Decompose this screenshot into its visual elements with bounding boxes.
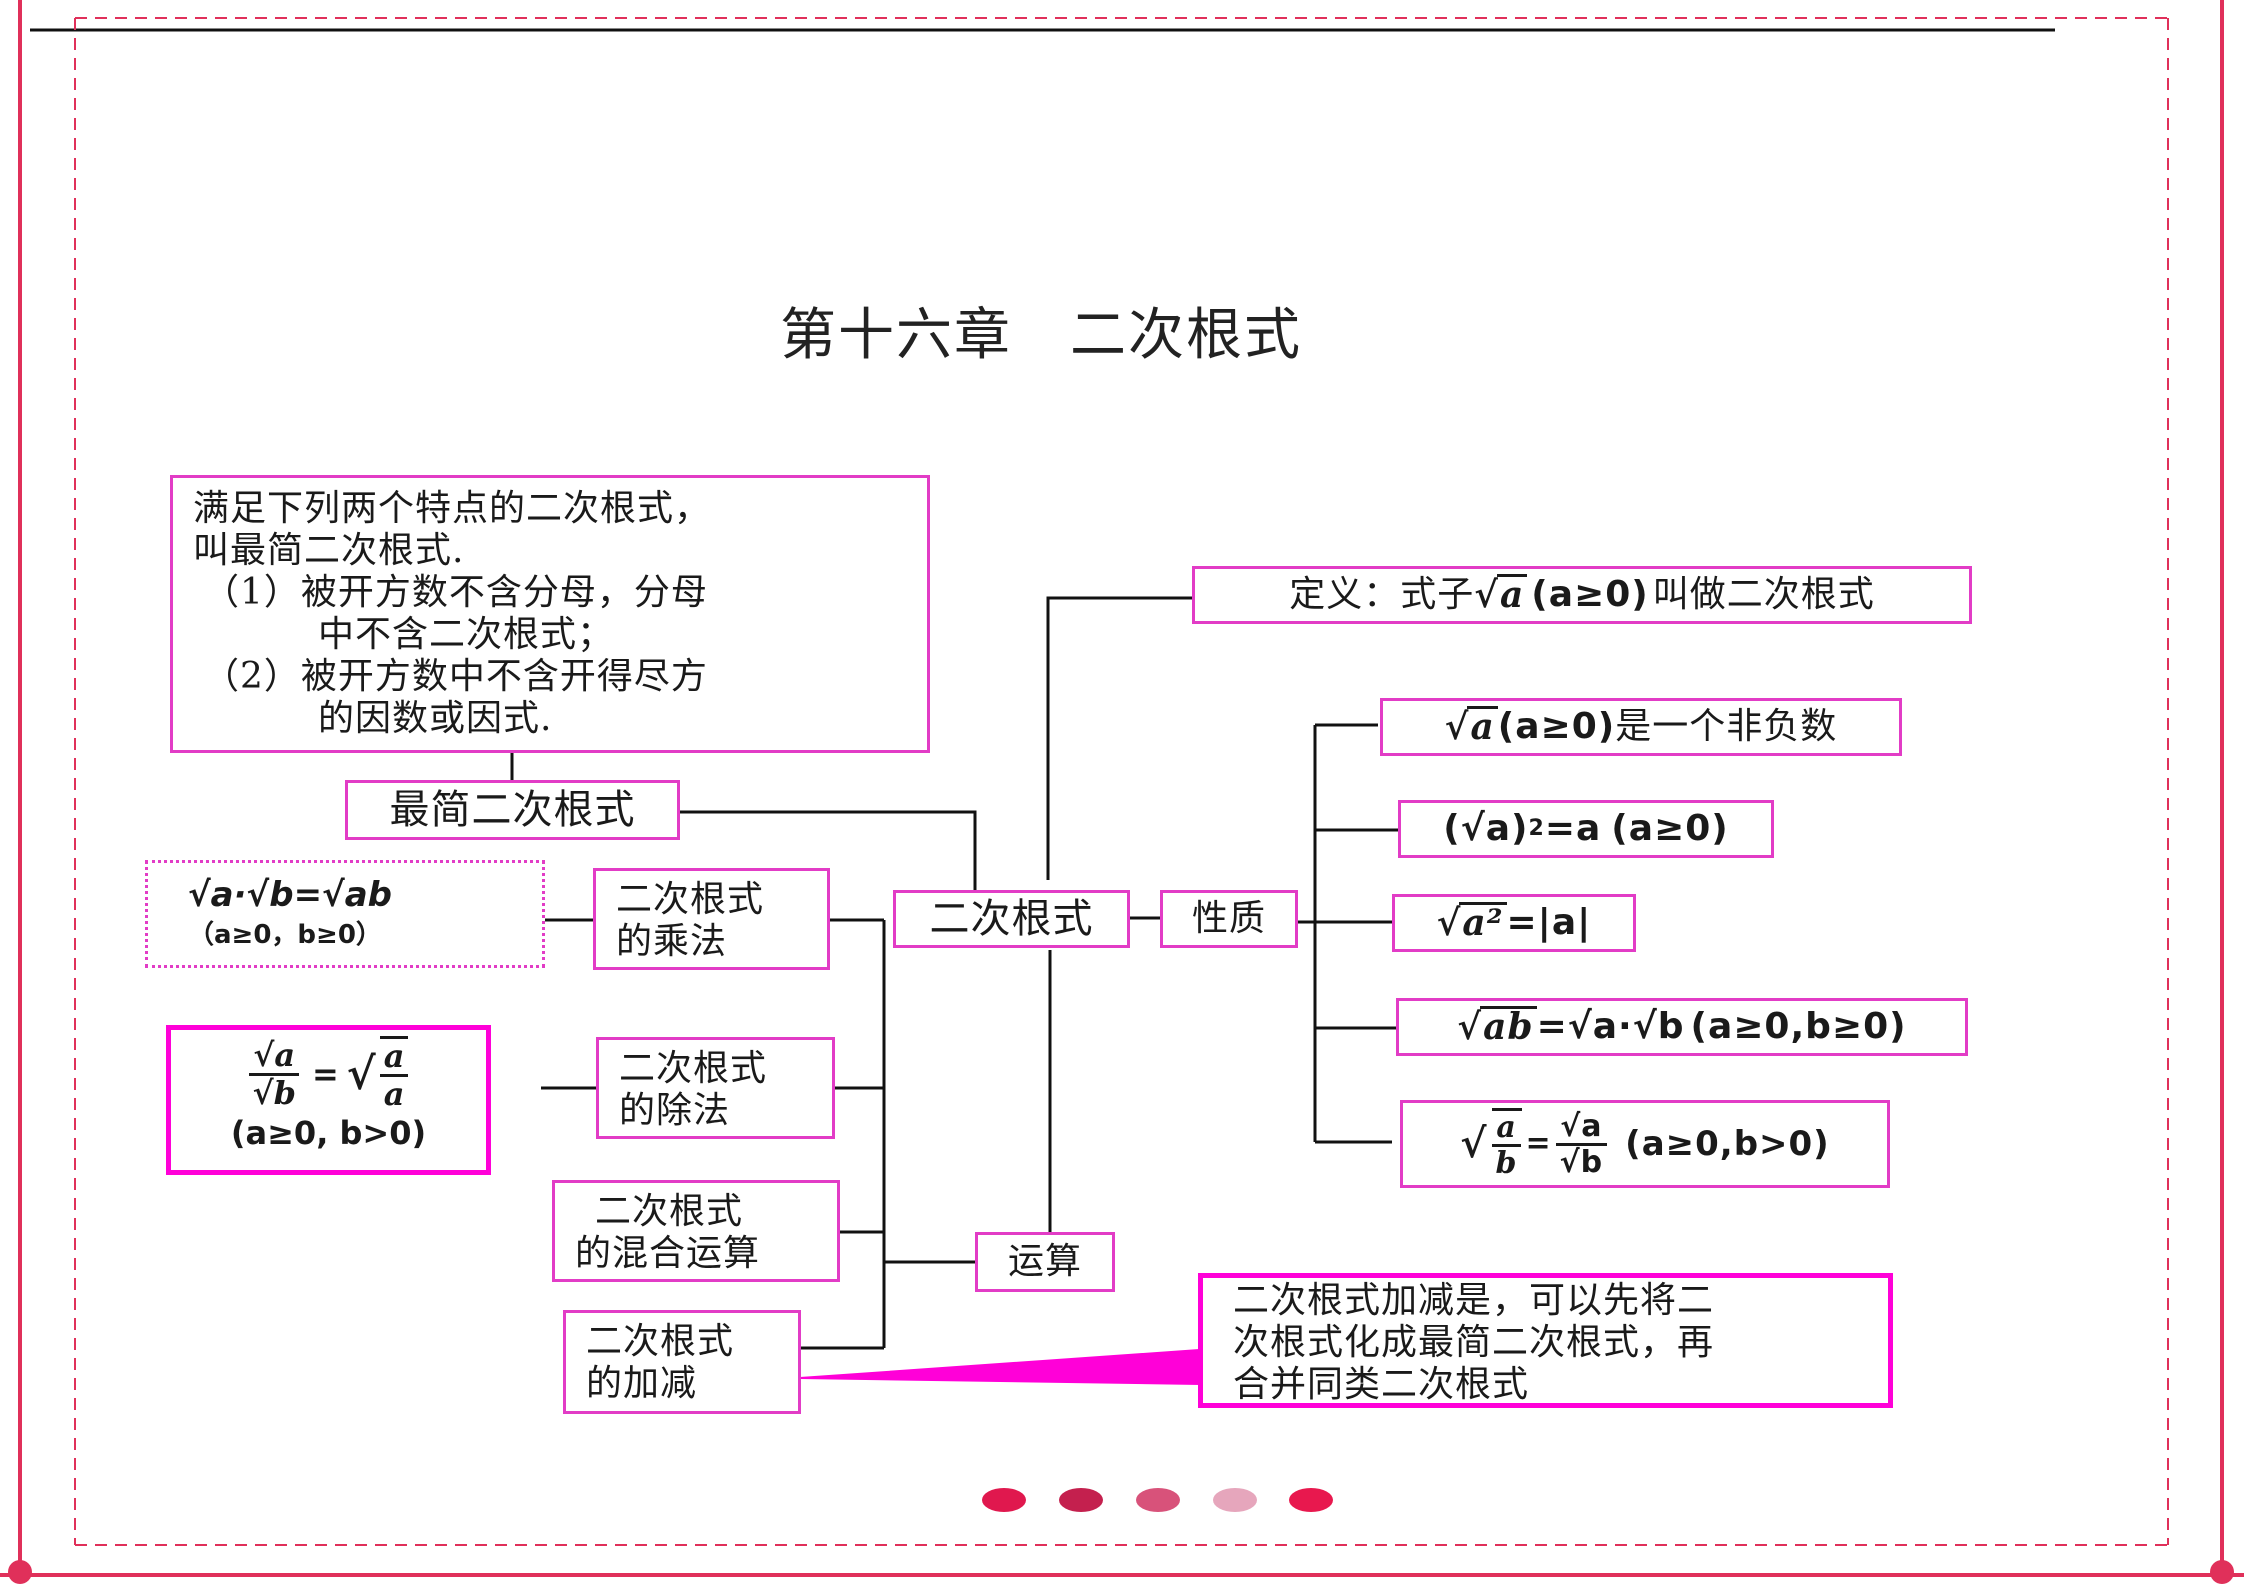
nav-dot-5 bbox=[1289, 1488, 1333, 1512]
div-formula-num-left: √a bbox=[249, 1037, 300, 1076]
property-3: √a² =|a| bbox=[1392, 894, 1636, 952]
div-formula-den-right: a bbox=[383, 1075, 405, 1114]
operation-label: 运算 bbox=[1007, 1241, 1082, 1282]
simplest-line-2: 叫最简二次根式. bbox=[193, 530, 465, 571]
mult-formula-condition: （a≥0，b≥0） bbox=[188, 920, 382, 950]
property-5-den: b bbox=[1495, 1146, 1518, 1181]
property-2: (√a) 2 =a (a≥0) bbox=[1398, 800, 1774, 858]
connector-property-bus bbox=[1313, 723, 1378, 1142]
property-node: 性质 bbox=[1160, 890, 1298, 948]
property-4-radicand: ab bbox=[1480, 1006, 1537, 1045]
property-5-num: a bbox=[1492, 1111, 1521, 1147]
op-addsub-line-2: 的加减 bbox=[586, 1363, 698, 1404]
addsub-note-line-3: 合并同类二次根式 bbox=[1233, 1364, 1530, 1405]
property-4-rhs: =√a·√b bbox=[1536, 1006, 1685, 1047]
div-formula-condition: (a≥0, b>0) bbox=[230, 1114, 427, 1153]
property-4-condition: (a≥0,b≥0) bbox=[1690, 1006, 1907, 1047]
div-formula-num-right: a bbox=[379, 1038, 409, 1078]
op-div-line-1: 二次根式 bbox=[619, 1048, 768, 1089]
div-formula: √a √b = √ a a (a≥0, b>0) bbox=[166, 1025, 491, 1175]
div-formula-sqrt: √ bbox=[346, 1048, 376, 1100]
nav-dot-1 bbox=[982, 1488, 1026, 1512]
simplest-line-5: （2）被开方数中不含开得尽方 bbox=[203, 656, 708, 697]
property-5-lhs-frac: a b bbox=[1491, 1108, 1522, 1181]
definition-suffix: 叫做二次根式 bbox=[1652, 574, 1875, 615]
property-1-condition: (a≥0) bbox=[1497, 706, 1616, 747]
op-div-line-2: 的除法 bbox=[619, 1090, 731, 1131]
simplest-radical-box: 满足下列两个特点的二次根式， 叫最简二次根式. （1）被开方数不含分母，分母 中… bbox=[170, 475, 930, 753]
property-5-rhs-num: √a bbox=[1556, 1110, 1607, 1146]
callout-pointer bbox=[799, 1348, 1201, 1386]
op-mult-line-2: 的乘法 bbox=[616, 921, 728, 962]
corner-dot-right bbox=[2210, 1560, 2234, 1584]
property-5-equals: = bbox=[1525, 1126, 1552, 1161]
op-mixed-line-1: 二次根式 bbox=[595, 1191, 744, 1232]
addsub-note: 二次根式加减是，可以先将二 次根式化成最简二次根式，再 合并同类二次根式 bbox=[1198, 1273, 1893, 1408]
definition-node: 定义：式子 √a (a≥0) 叫做二次根式 bbox=[1192, 566, 1972, 624]
nav-dot-4 bbox=[1213, 1488, 1257, 1512]
property-5-rhs-frac: √a √b bbox=[1556, 1110, 1607, 1179]
property-5: √ a b = √a √b (a≥0,b>0) bbox=[1400, 1100, 1890, 1188]
div-formula-equals: = bbox=[311, 1055, 339, 1094]
property-label: 性质 bbox=[1191, 898, 1266, 939]
definition-condition: (a≥0) bbox=[1531, 574, 1649, 615]
simplest-line-1: 满足下列两个特点的二次根式， bbox=[193, 488, 712, 529]
simplest-line-4: 中不含二次根式； bbox=[318, 614, 615, 655]
page-title: 第十六章 二次根式 bbox=[780, 303, 1302, 368]
property-1: √a (a≥0) 是一个非负数 bbox=[1380, 698, 1902, 756]
simplest-radical-label: 最简二次根式 bbox=[389, 787, 636, 833]
op-division: 二次根式 的除法 bbox=[596, 1037, 835, 1139]
mult-formula: √a·√b=√ab （a≥0，b≥0） bbox=[145, 860, 545, 968]
property-5-rhs-den: √b bbox=[1559, 1144, 1604, 1180]
mult-formula-lhs: √a·√b bbox=[188, 875, 294, 915]
simplest-radical-node: 最简二次根式 bbox=[345, 780, 680, 840]
div-formula-rhs-frac: a a bbox=[379, 1036, 409, 1114]
property-5-sqrt: √ bbox=[1460, 1120, 1488, 1167]
property-1-suffix: 是一个非负数 bbox=[1615, 706, 1838, 747]
op-mixed: 二次根式 的混合运算 bbox=[552, 1180, 840, 1282]
property-3-sqrt: √a² bbox=[1437, 902, 1507, 944]
addsub-note-line-1: 二次根式加减是，可以先将二 bbox=[1233, 1280, 1715, 1321]
property-3-radicand: a² bbox=[1459, 902, 1507, 941]
property-2-exp: 2 bbox=[1528, 816, 1545, 841]
corner-dot-left bbox=[8, 1560, 32, 1584]
nav-dot-2 bbox=[1059, 1488, 1103, 1512]
nav-dot-3 bbox=[1136, 1488, 1180, 1512]
property-5-condition: (a≥0,b>0) bbox=[1625, 1124, 1830, 1164]
operation-node: 运算 bbox=[975, 1232, 1115, 1292]
property-4-sqrt: √ab bbox=[1457, 1006, 1537, 1048]
definition-prefix: 定义：式子 bbox=[1289, 574, 1475, 615]
property-1-radicand: a bbox=[1467, 706, 1498, 745]
simplest-line-6: 的因数或因式. bbox=[318, 698, 553, 739]
op-addsub: 二次根式 的加减 bbox=[563, 1310, 801, 1414]
property-2-rhs: =a bbox=[1544, 808, 1602, 849]
connector-simplest bbox=[678, 810, 977, 895]
op-mult-line-1: 二次根式 bbox=[616, 879, 765, 920]
simplest-line-3: （1）被开方数不含分母，分母 bbox=[203, 572, 708, 613]
property-3-rhs: =|a| bbox=[1506, 902, 1592, 943]
addsub-note-line-2: 次根式化成最简二次根式，再 bbox=[1233, 1322, 1715, 1363]
div-formula-lhs-frac: √a √b bbox=[249, 1037, 300, 1112]
op-multiplication: 二次根式 的乘法 bbox=[593, 868, 830, 970]
center-label: 二次根式 bbox=[929, 896, 1094, 942]
op-mixed-line-2: 的混合运算 bbox=[575, 1233, 761, 1274]
property-2-lhs: (√a) bbox=[1443, 808, 1529, 849]
mult-formula-rhs: =√ab bbox=[293, 875, 393, 915]
div-formula-den-left: √b bbox=[252, 1073, 296, 1112]
property-2-condition: (a≥0) bbox=[1611, 808, 1729, 849]
connector-definition bbox=[1046, 596, 1192, 880]
definition-sqrt: √a bbox=[1474, 574, 1528, 616]
property-4: √ab =√a·√b (a≥0,b≥0) bbox=[1396, 998, 1968, 1056]
property-1-sqrt: √a bbox=[1445, 706, 1498, 748]
definition-radicand: a bbox=[1496, 574, 1528, 613]
op-addsub-line-1: 二次根式 bbox=[586, 1321, 735, 1362]
center-node: 二次根式 bbox=[893, 890, 1130, 948]
